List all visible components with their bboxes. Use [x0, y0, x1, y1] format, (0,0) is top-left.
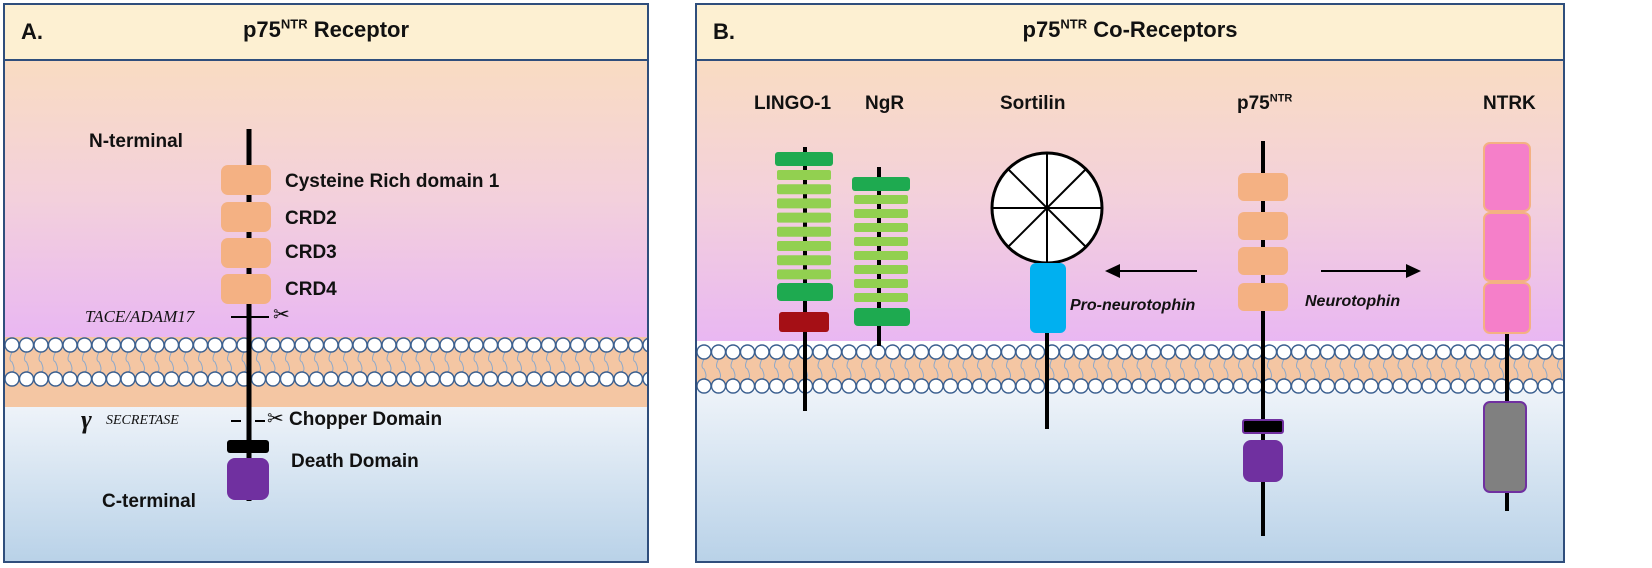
- panel-a-letter: A.: [21, 19, 43, 44]
- panel-a: A. p75NTR Receptor ✂ ✂ N-terminal Cystei…: [3, 3, 649, 563]
- sortilin-label: Sortilin: [1000, 93, 1066, 114]
- neurotrophin-arrow: [1321, 264, 1421, 278]
- lingo1-label: LINGO-1: [754, 93, 832, 114]
- panel-a-diagram: [5, 129, 647, 501]
- ngr-receptor: [852, 167, 910, 346]
- crd1-label: Cysteine Rich domain 1: [285, 171, 500, 192]
- c-terminal-label: C-terminal: [102, 491, 196, 512]
- lingo1-receptor: [775, 147, 833, 411]
- panel-b-title: p75NTR Co-Receptors: [1022, 16, 1238, 42]
- crd2-domain: [221, 202, 271, 232]
- extracellular-zone: [5, 61, 647, 337]
- sortilin-domain: [1030, 263, 1066, 333]
- pro-neurotrophin-arrow: [1105, 264, 1197, 278]
- membrane-bilayer: [697, 344, 1563, 394]
- crd3-label: CRD3: [285, 242, 337, 263]
- crd1-domain: [221, 165, 271, 195]
- panel-a-header: A. p75NTR Receptor: [5, 5, 647, 61]
- panel-b-header: B. p75NTR Co-Receptors: [697, 5, 1563, 61]
- sortilin-receptor: [990, 151, 1104, 429]
- extracellular-zone: [697, 61, 1563, 341]
- crd4-domain: [221, 274, 271, 304]
- gamma-symbol: γ: [81, 405, 92, 434]
- panel-b-body: LINGO-1 NgR Sortilin p75NTR NTRK Pro-neu…: [697, 61, 1563, 561]
- panel-a-title: p75NTR Receptor: [242, 16, 410, 42]
- p75ntr-label: p75NTR: [1237, 92, 1293, 114]
- scissors-icon: ✂: [267, 408, 284, 430]
- ngr-label: NgR: [865, 93, 905, 114]
- ntrk-label: NTRK: [1483, 93, 1536, 114]
- crd4-label: CRD4: [285, 279, 337, 300]
- ntrk-receptor: [1483, 142, 1531, 511]
- panel-b: B. p75NTR Co-Receptors: [695, 3, 1565, 563]
- n-terminal-label: N-terminal: [89, 131, 183, 152]
- panel-b-letter: B.: [713, 19, 735, 44]
- crd3-domain: [221, 238, 271, 268]
- panel-a-body: ✂ ✂ N-terminal Cysteine Rich domain 1 CR…: [5, 61, 647, 561]
- intracellular-zone: [5, 407, 647, 561]
- secretase-label: SECRETASE: [106, 413, 179, 428]
- intracellular-zone: [697, 391, 1563, 561]
- chopper-label: Chopper Domain: [289, 409, 443, 430]
- panel-b-diagram: [697, 141, 1563, 536]
- chopper-domain: [227, 440, 269, 453]
- death-domain: [227, 458, 269, 500]
- neurotrophin-label: Neurotophin: [1305, 293, 1401, 310]
- pro-neurotrophin-label: Pro-neurotophin: [1070, 297, 1196, 314]
- crd2-label: CRD2: [285, 208, 337, 229]
- membrane-bilayer: [5, 337, 647, 407]
- tace-label: TACE/ADAM17: [85, 307, 195, 326]
- death-label: Death Domain: [291, 451, 419, 472]
- scissors-icon: ✂: [273, 304, 290, 326]
- p75ntr-receptor: [1238, 141, 1288, 536]
